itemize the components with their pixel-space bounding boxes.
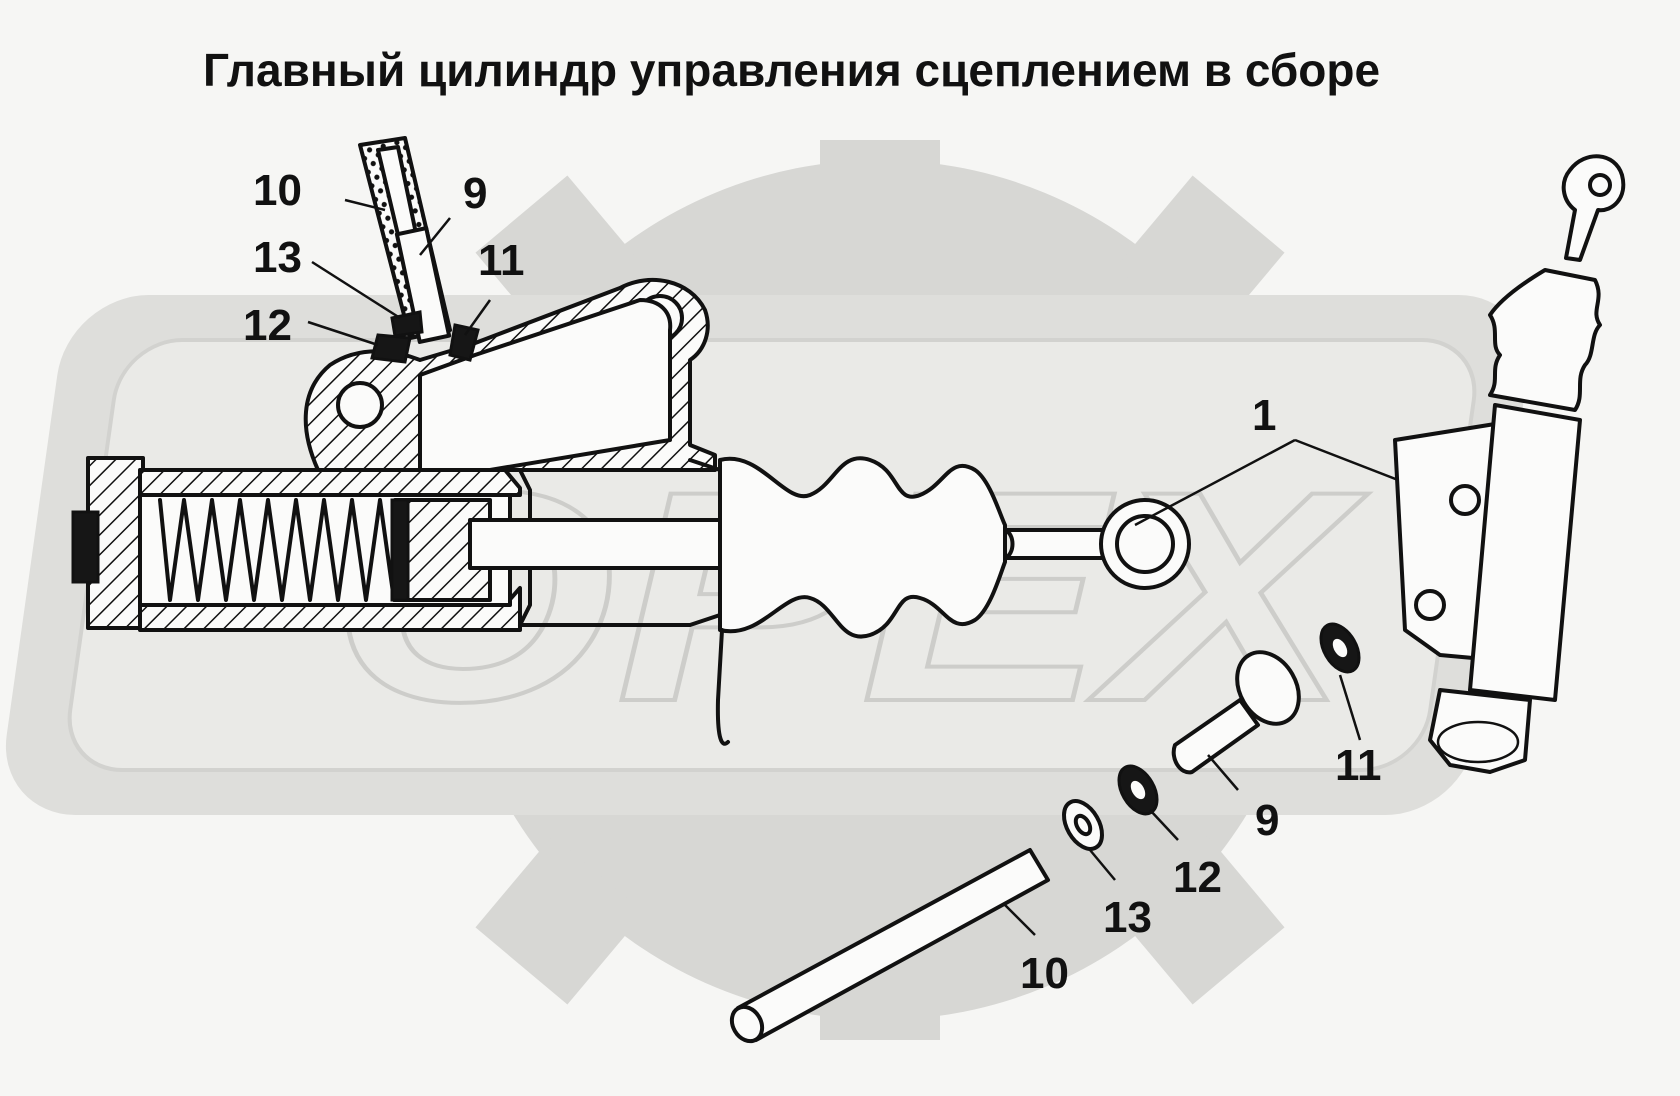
exploded-hose-end bbox=[729, 1004, 765, 1044]
flange-cutout bbox=[418, 298, 673, 472]
leader-lines bbox=[307, 198, 1399, 936]
assembled-nut bbox=[1428, 688, 1532, 774]
pushrod-eye-top-hole bbox=[1588, 173, 1612, 197]
callout-part-9-exploded: 9 bbox=[1255, 796, 1279, 845]
exploded-nipple bbox=[1171, 698, 1260, 775]
callout-part-12-assembly: 12 bbox=[243, 301, 292, 350]
exploded-washer-13 bbox=[1062, 799, 1104, 851]
cylinder-section-view bbox=[71, 136, 1191, 746]
boot-retaining-wire bbox=[715, 628, 730, 746]
hose-nipple bbox=[394, 226, 452, 344]
exploded-parts bbox=[729, 622, 1361, 1044]
callout-part-11-assembly: 11 bbox=[478, 236, 525, 285]
dust-boot bbox=[718, 456, 1007, 639]
rod-eye-arm bbox=[1003, 528, 1112, 560]
callout-part-10-assembly: 10 bbox=[253, 166, 302, 215]
assembled-flange-hole-2 bbox=[1414, 589, 1446, 621]
callout-part-1: 1 bbox=[1252, 391, 1276, 440]
exploded-nipple-head bbox=[1235, 650, 1301, 726]
callout-part-11-exploded: 11 bbox=[1335, 741, 1382, 790]
return-spring bbox=[158, 498, 396, 602]
piston-seal bbox=[390, 498, 410, 602]
pushrod-eye-top bbox=[1561, 154, 1626, 262]
callout-part-9-assembly: 9 bbox=[463, 169, 487, 218]
callout-part-13-exploded: 13 bbox=[1103, 893, 1152, 942]
callout-part-10-exploded: 10 bbox=[1020, 949, 1069, 998]
diagram-title: Главный цилиндр управления сцеплением в … bbox=[203, 44, 1380, 96]
callouts: 1 10 9 13 11 12 11 9 12 13 10 bbox=[243, 166, 1382, 998]
assembled-body bbox=[1468, 403, 1582, 702]
cylinder-assembled-view bbox=[1393, 154, 1626, 774]
assembled-nut-face bbox=[1436, 720, 1520, 764]
assembled-flange-hole-1 bbox=[1449, 484, 1481, 516]
washer-12-section bbox=[370, 333, 412, 364]
callout-part-13-assembly: 13 bbox=[253, 233, 302, 282]
callout-part-12-exploded: 12 bbox=[1173, 853, 1222, 902]
exploded-washer-11 bbox=[1319, 622, 1361, 674]
cylinder-body-upper-wall bbox=[138, 468, 522, 497]
assembled-boot bbox=[1488, 268, 1602, 412]
end-plug-seal bbox=[71, 510, 100, 584]
rod-eye-hole bbox=[1115, 514, 1175, 574]
flange-bolt-hole-lower bbox=[336, 381, 384, 429]
exploded-washer-12 bbox=[1117, 764, 1159, 816]
